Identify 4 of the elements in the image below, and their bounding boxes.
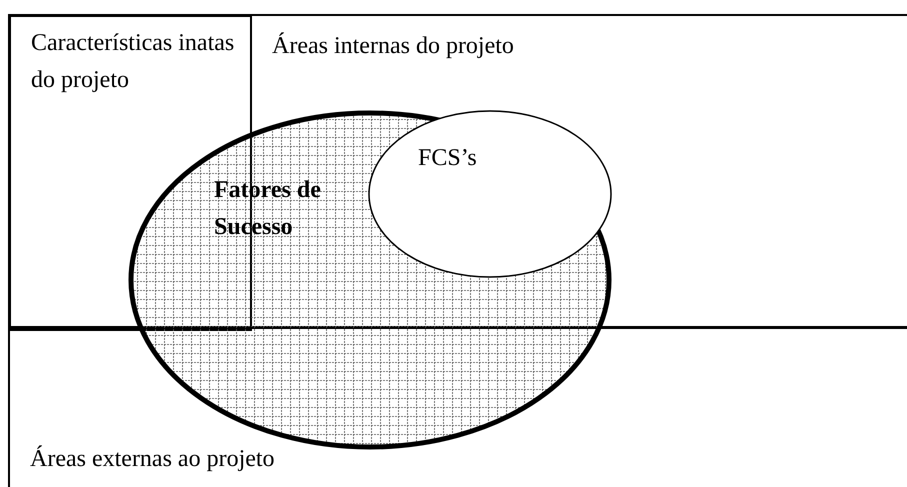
region-label: Características inatas do projeto bbox=[31, 29, 236, 95]
region-label: Áreas externas ao projeto bbox=[30, 444, 276, 474]
region-label: Áreas internas do projeto bbox=[272, 31, 515, 61]
ellipse-label: FCS’s bbox=[418, 144, 478, 173]
